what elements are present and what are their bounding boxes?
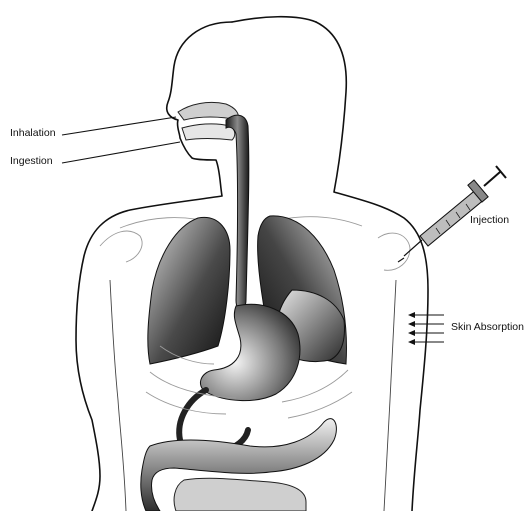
- right-shoulder-bone: [378, 233, 410, 270]
- skin-absorption-label: Skin Absorption: [451, 322, 524, 333]
- syringe-icon: [404, 166, 506, 256]
- head-back: [232, 17, 316, 22]
- ingestion-label: Ingestion: [10, 156, 53, 167]
- small-intestine: [174, 478, 306, 511]
- left-lung: [148, 217, 230, 364]
- body-outline: [76, 22, 428, 511]
- left-arm-inner: [110, 280, 126, 511]
- ingestion-pointer: [62, 142, 180, 163]
- injection-pointer: [398, 258, 404, 262]
- inhalation-pointer: [62, 117, 176, 135]
- inhalation-label: Inhalation: [10, 128, 56, 139]
- injection-label: Injection: [470, 215, 509, 226]
- left-shoulder-bone: [100, 231, 142, 262]
- esophagus: [226, 115, 249, 310]
- right-arm-inner: [384, 280, 396, 511]
